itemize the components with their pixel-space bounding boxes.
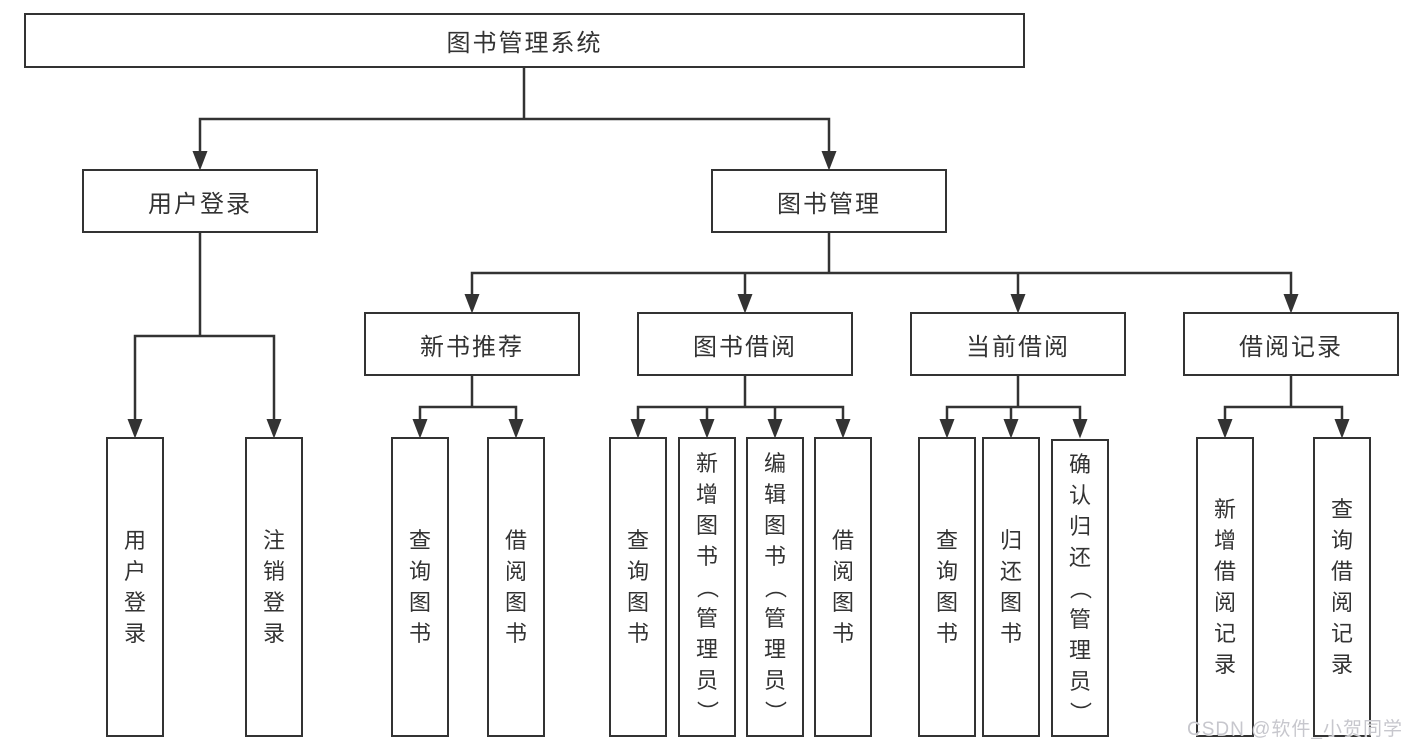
leaf-current-return-books-label: 归还图书 (999, 528, 1022, 646)
line-level2-split (198, 117, 831, 152)
leaf-current-return-books: 归还图书 (982, 437, 1040, 737)
arrow-down-icon (767, 419, 783, 439)
arrow-down-icon (127, 419, 143, 439)
line-userlogin-split (133, 334, 276, 421)
arrow-down-icon (1217, 419, 1233, 439)
arrow-down-icon (939, 419, 955, 439)
node-library-system-label: 图书管理系统 (446, 30, 603, 57)
node-user-login-label: 用户登录 (148, 190, 252, 218)
leaf-newbook-query-books: 查询图书 (391, 437, 449, 737)
leaf-borrow-edit-books-admin-label: 编辑图书（管理员） (762, 450, 788, 723)
leaf-user-login: 用户登录 (106, 437, 164, 737)
arrow-down-icon (1334, 419, 1350, 439)
arrow-down-icon (1072, 419, 1088, 439)
leaf-current-query-books-label: 查询图书 (935, 528, 958, 646)
arrow-down-icon (266, 419, 282, 439)
leaf-records-query-record-label: 查询借阅记录 (1330, 497, 1353, 677)
node-library-system: 图书管理系统 (24, 13, 1025, 68)
line-records-split (1223, 405, 1344, 421)
leaf-borrow-add-books-admin: 新增图书（管理员） (678, 437, 736, 737)
leaf-user-login-label: 用户登录 (123, 528, 146, 646)
leaf-current-query-books: 查询图书 (918, 437, 976, 737)
arrow-down-icon (737, 294, 753, 314)
arrow-down-icon (1283, 294, 1299, 314)
leaf-records-add-record: 新增借阅记录 (1196, 437, 1254, 737)
watermark: CSDN @软件_小贺同学 (1187, 719, 1403, 740)
line-currentborrow-split (945, 405, 1082, 421)
leaf-newbook-borrow-books-label: 借阅图书 (504, 528, 527, 646)
leaf-borrow-add-books-admin-label: 新增图书（管理员） (694, 450, 720, 723)
leaf-borrow-borrow-books-label: 借阅图书 (831, 528, 854, 646)
arrow-down-icon (1003, 419, 1019, 439)
line-newbook-split (418, 405, 518, 421)
arrow-down-icon (835, 419, 851, 439)
line-level3-split (470, 271, 1293, 295)
leaf-current-confirm-return-admin-label: 确认归还（管理员） (1067, 451, 1093, 724)
leaf-logout-label: 注销登录 (262, 528, 285, 646)
arrow-down-icon (821, 151, 837, 171)
connector-line-group (133, 68, 1344, 421)
arrow-down-icon (412, 419, 428, 439)
leaf-current-confirm-return-admin: 确认归还（管理员） (1051, 439, 1109, 737)
leaf-records-query-record: 查询借阅记录 (1313, 437, 1371, 737)
node-book-borrowing-label: 图书借阅 (693, 333, 797, 361)
leaf-borrow-query-books-label: 查询图书 (626, 528, 649, 646)
node-borrowing-records-label: 借阅记录 (1239, 333, 1343, 361)
arrow-down-icon (699, 419, 715, 439)
leaf-newbook-borrow-books: 借阅图书 (487, 437, 545, 737)
leaf-newbook-query-books-label: 查询图书 (408, 528, 431, 646)
arrow-down-icon (508, 419, 524, 439)
node-borrowing-records: 借阅记录 (1183, 312, 1399, 376)
arrow-down-icon (1010, 294, 1026, 314)
leaf-borrow-borrow-books: 借阅图书 (814, 437, 872, 737)
line-bookborrow-split (636, 405, 845, 421)
leaf-records-add-record-label: 新增借阅记录 (1213, 497, 1236, 677)
node-new-book-recommendation: 新书推荐 (364, 312, 580, 376)
node-book-borrowing: 图书借阅 (637, 312, 853, 376)
leaf-borrow-edit-books-admin: 编辑图书（管理员） (746, 437, 804, 737)
leaf-borrow-query-books: 查询图书 (609, 437, 667, 737)
leaf-logout: 注销登录 (245, 437, 303, 737)
node-new-book-recommendation-label: 新书推荐 (420, 333, 524, 361)
arrow-down-icon (630, 419, 646, 439)
node-current-borrowing: 当前借阅 (910, 312, 1126, 376)
node-book-management-label: 图书管理 (777, 190, 881, 218)
arrow-down-icon (192, 151, 208, 171)
arrowheads (127, 151, 1350, 439)
arrow-down-icon (464, 294, 480, 314)
node-current-borrowing-label: 当前借阅 (966, 333, 1070, 361)
node-user-login: 用户登录 (82, 169, 318, 233)
node-book-management: 图书管理 (711, 169, 947, 233)
